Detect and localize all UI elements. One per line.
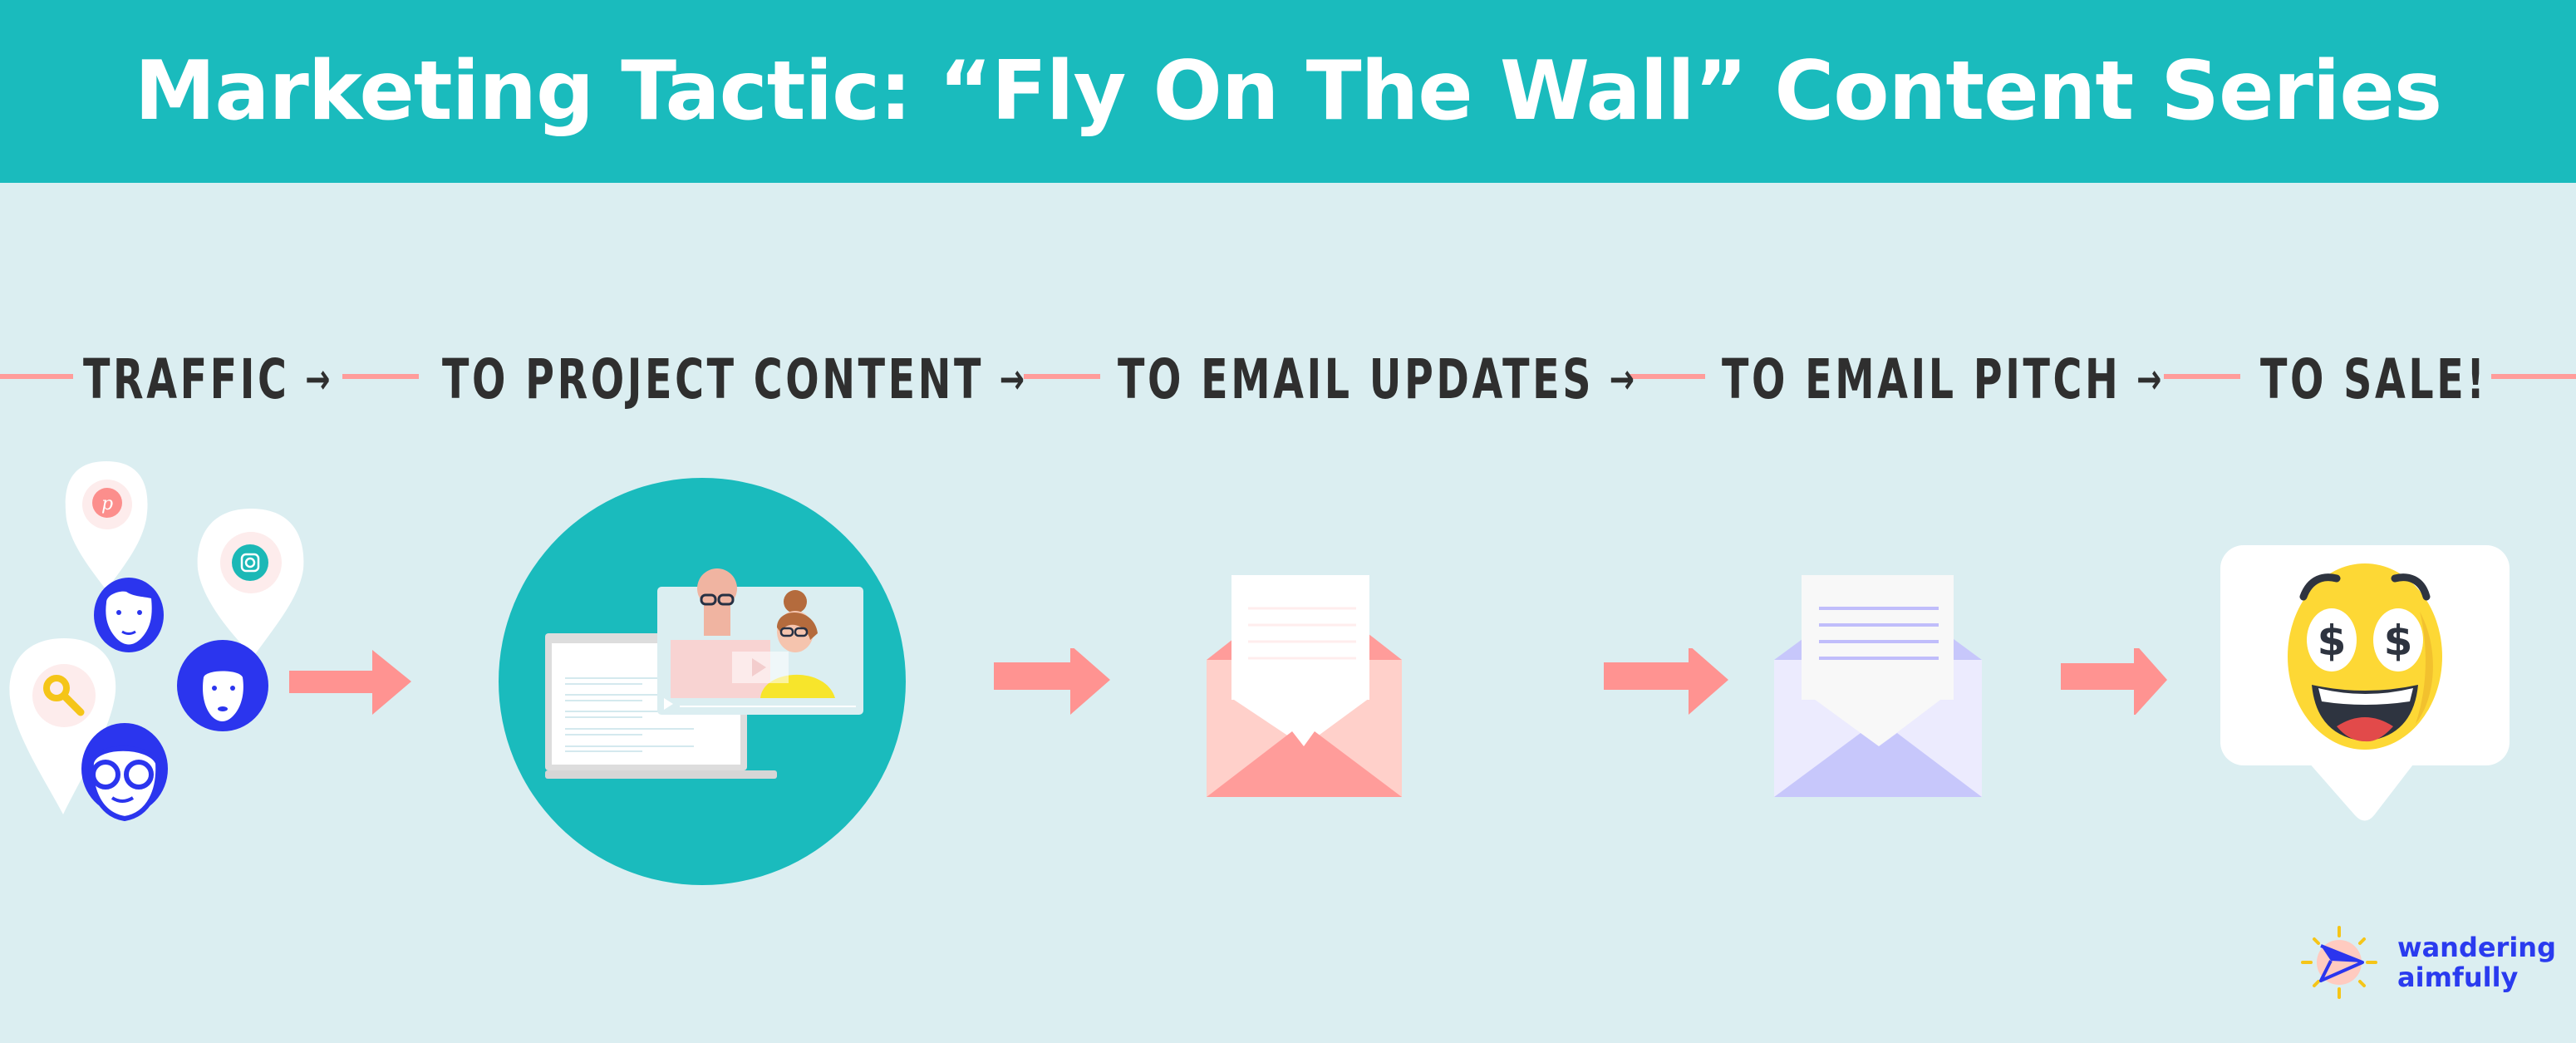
- svg-text:$: $: [2384, 617, 2413, 665]
- project-content-video-icon: [499, 474, 914, 889]
- svg-text:p: p: [101, 494, 113, 514]
- person-avatar-2: [177, 640, 268, 731]
- flow-arrow-icon: [2061, 648, 2194, 715]
- step-label-text: TO EMAIL PITCH: [1722, 347, 2121, 411]
- money-eyes-emoji-icon: $ $: [2220, 545, 2510, 824]
- step-label-text: TRAFFIC: [83, 347, 290, 411]
- step-label-text: TO EMAIL UPDATES: [1118, 347, 1595, 411]
- email-updates-envelope-icon: [1207, 565, 1402, 799]
- pinterest-icon: [92, 488, 122, 518]
- step-label-sale: TO SALE!: [2260, 347, 2488, 411]
- search-icon: [43, 675, 85, 716]
- person-avatar-1: [94, 578, 164, 652]
- step-label-text: TO SALE!: [2260, 347, 2488, 411]
- connector-line: [0, 374, 73, 379]
- right-arrow-icon: →: [1609, 355, 1638, 403]
- step-label-project-content: TO PROJECT CONTENT →: [442, 347, 1028, 411]
- svg-text:$: $: [2318, 617, 2347, 665]
- email-pitch-envelope-icon: [1774, 565, 1982, 799]
- connector-line: [2164, 374, 2240, 379]
- paper-plane-sun-icon: [2301, 926, 2377, 999]
- pinterest-pin: p: [65, 461, 148, 590]
- right-arrow-icon: →: [2136, 355, 2165, 403]
- flow-arrow-icon: [289, 650, 411, 715]
- logo-line-1: wandering: [2397, 932, 2556, 963]
- right-arrow-icon: →: [305, 355, 333, 403]
- brand-logo: wandering aimfully: [2298, 921, 2556, 1004]
- instagram-pin: [197, 509, 304, 657]
- connector-line: [1024, 374, 1100, 379]
- instagram-icon: [232, 544, 268, 581]
- step-label-traffic: TRAFFIC →: [83, 347, 333, 411]
- connector-line: [1629, 374, 1705, 379]
- step-label-email-pitch: TO EMAIL PITCH →: [1722, 347, 2165, 411]
- step-label-text: TO PROJECT CONTENT: [442, 347, 985, 411]
- step-label-email-updates: TO EMAIL UPDATES →: [1118, 347, 1638, 411]
- logo-text: wandering aimfully: [2397, 932, 2556, 992]
- connector-line: [342, 374, 419, 379]
- person-avatar-3: [81, 723, 168, 822]
- right-arrow-icon: →: [999, 355, 1028, 403]
- page-title: Marketing Tactic: “Fly On The Wall” Cont…: [134, 44, 2442, 139]
- traffic-people-pins-icon: p: [0, 449, 465, 848]
- title-bar: Marketing Tactic: “Fly On The Wall” Cont…: [0, 0, 2576, 183]
- search-pin: [9, 638, 116, 814]
- connector-line: [2491, 374, 2576, 379]
- flow-arrow-icon: [1604, 648, 1737, 715]
- logo-line-2: aimfully: [2397, 962, 2519, 993]
- flow-arrow-icon: [994, 648, 1127, 715]
